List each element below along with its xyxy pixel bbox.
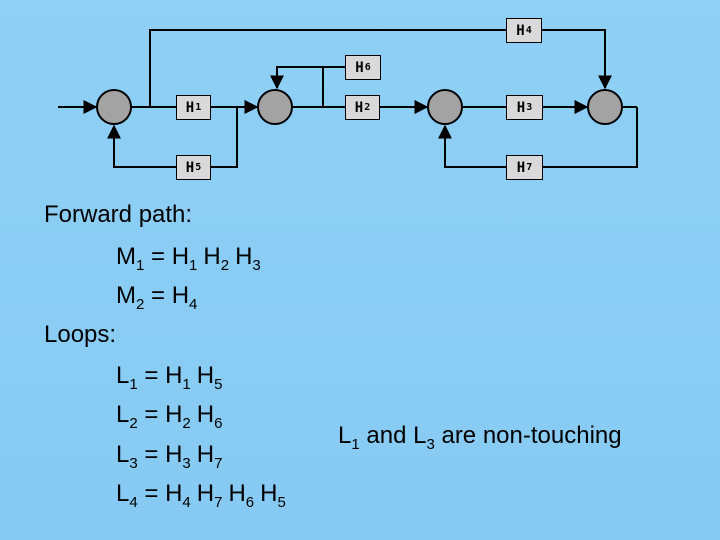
h4-path-in — [149, 29, 506, 107]
equation-m2: M2 = H4 — [116, 282, 198, 313]
summing-junction-1 — [96, 89, 132, 125]
h7-path-out — [438, 124, 506, 168]
summing-junction-2 — [257, 89, 293, 125]
forward-path-heading: Forward path: — [44, 201, 193, 228]
non-touching-note: L1 and L3 are non-touching — [338, 422, 622, 453]
h6-path-out — [270, 66, 345, 90]
summing-junction-3 — [427, 89, 463, 125]
summing-junction-4 — [587, 89, 623, 125]
h7-path-in — [543, 107, 638, 168]
h5-path-in — [211, 107, 238, 168]
loops-heading: Loops: — [44, 321, 117, 348]
h4-path-out — [542, 29, 612, 90]
h5-path-out — [107, 124, 176, 168]
